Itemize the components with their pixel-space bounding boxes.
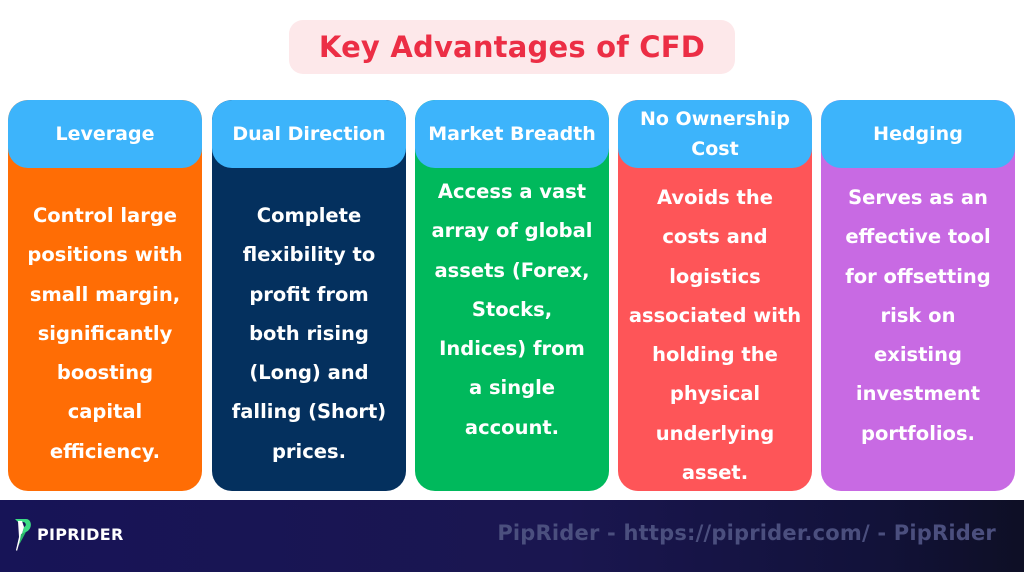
card-description: Avoids the costs and logistics associate… <box>628 186 802 485</box>
card-header: Market Breadth <box>415 100 609 168</box>
card-body: Access a vast array of global assets (Fo… <box>415 172 609 447</box>
card-body: Avoids the costs and logistics associate… <box>618 178 812 491</box>
card-heading: Dual Direction <box>232 123 386 145</box>
card-market-breadth: Market Breadth Access a vast array of gl… <box>415 100 609 491</box>
card-body: Complete flexibility to profit from both… <box>212 196 406 471</box>
advantages-cards: Leverage Control large positions with sm… <box>8 100 1016 492</box>
card-heading: Leverage <box>55 123 155 145</box>
card-description: Serves as an effective tool for offsetti… <box>845 186 991 445</box>
footer-bar: PIPRIDER PipRider - https://piprider.com… <box>0 500 1024 572</box>
card-leverage: Leverage Control large positions with sm… <box>8 100 202 491</box>
piprider-p-logo-icon <box>15 519 31 551</box>
card-header: Leverage <box>8 100 202 168</box>
title-banner: Key Advantages of CFD <box>289 20 735 74</box>
card-body: Control large positions with small margi… <box>8 196 202 471</box>
card-description: Complete flexibility to profit from both… <box>231 204 387 463</box>
card-heading: Market Breadth <box>428 123 596 145</box>
card-heading: No Ownership Cost <box>639 108 790 160</box>
card-heading: Hedging <box>873 123 963 145</box>
card-header: No Ownership Cost <box>618 100 812 168</box>
card-dual-direction: Dual Direction Complete flexibility to p… <box>212 100 406 491</box>
card-description: Access a vast array of global assets (Fo… <box>431 180 593 439</box>
footer-watermark: PipRider - https://piprider.com/ - PipRi… <box>497 521 996 545</box>
card-body: Serves as an effective tool for offsetti… <box>821 178 1015 453</box>
card-header: Dual Direction <box>212 100 406 168</box>
piprider-logo: PIPRIDER <box>12 517 124 553</box>
card-header: Hedging <box>821 100 1015 168</box>
logo-text: PIPRIDER <box>37 524 124 544</box>
card-description: Control large positions with small margi… <box>27 204 183 463</box>
card-no-ownership-cost: No Ownership Cost Avoids the costs and l… <box>618 100 812 491</box>
page-title: Key Advantages of CFD <box>318 30 706 64</box>
card-hedging: Hedging Serves as an effective tool for … <box>821 100 1015 491</box>
